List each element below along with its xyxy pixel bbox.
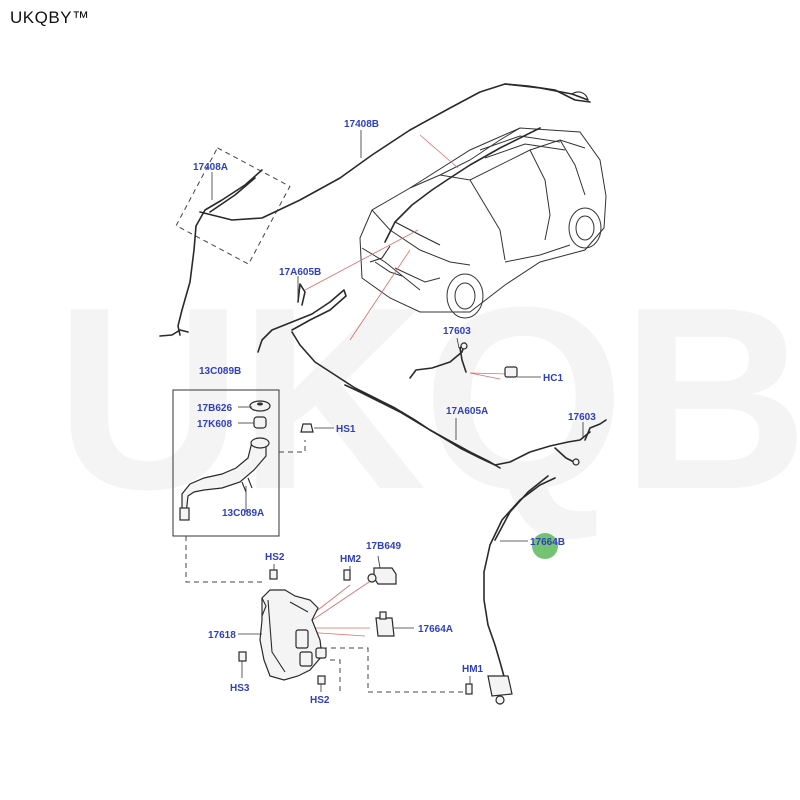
hose-17a605a [344, 384, 607, 466]
label-hs2-bottom: HS2 [310, 695, 330, 706]
hose-17a605b [257, 283, 501, 469]
label-hs1: HS1 [336, 424, 356, 435]
label-13c089b: 13C089B [199, 366, 241, 377]
washer-reservoir [259, 589, 327, 681]
label-17603-right: 17603 [568, 412, 596, 423]
hose-17408a [159, 147, 291, 337]
label-17664b: 17664B [530, 537, 565, 548]
label-hm2: HM2 [340, 554, 362, 565]
hose-17408b [199, 83, 591, 221]
label-17408a: 17408A [193, 162, 228, 173]
label-17b626: 17B626 [197, 403, 232, 414]
highlight-marker [532, 533, 558, 559]
label-hs2-top: HS2 [265, 552, 285, 563]
vehicle-outline [359, 127, 607, 319]
label-13c089a: 13C089A [222, 508, 264, 519]
hose-17603-upper [409, 342, 518, 379]
label-17a605b: 17A605B [279, 267, 321, 278]
cap-assembly-group [172, 389, 280, 537]
bolt-hs3 [238, 651, 247, 678]
bolt-hs1 [300, 423, 334, 433]
pump-17b649 [343, 555, 397, 585]
label-17k608: 17K608 [197, 419, 232, 430]
pump-17664a [375, 611, 414, 637]
label-17b649: 17B649 [366, 541, 401, 552]
label-17603-top: 17603 [443, 326, 471, 337]
label-hs3: HS3 [230, 683, 250, 694]
label-17a605a: 17A605A [446, 406, 488, 417]
pump-hm1 [465, 675, 513, 705]
label-17618: 17618 [208, 630, 236, 641]
label-17408b: 17408B [344, 119, 379, 130]
bolt-hs2-top [269, 564, 278, 580]
brand-logo-text: UKQBY™ [10, 8, 90, 27]
label-hm1: HM1 [462, 664, 484, 675]
label-17664a: 17664A [418, 624, 453, 635]
label-leaders [211, 130, 584, 635]
label-hc1: HC1 [543, 373, 563, 384]
bolt-hs2-bottom [317, 675, 326, 692]
hose-17664b [483, 475, 556, 681]
